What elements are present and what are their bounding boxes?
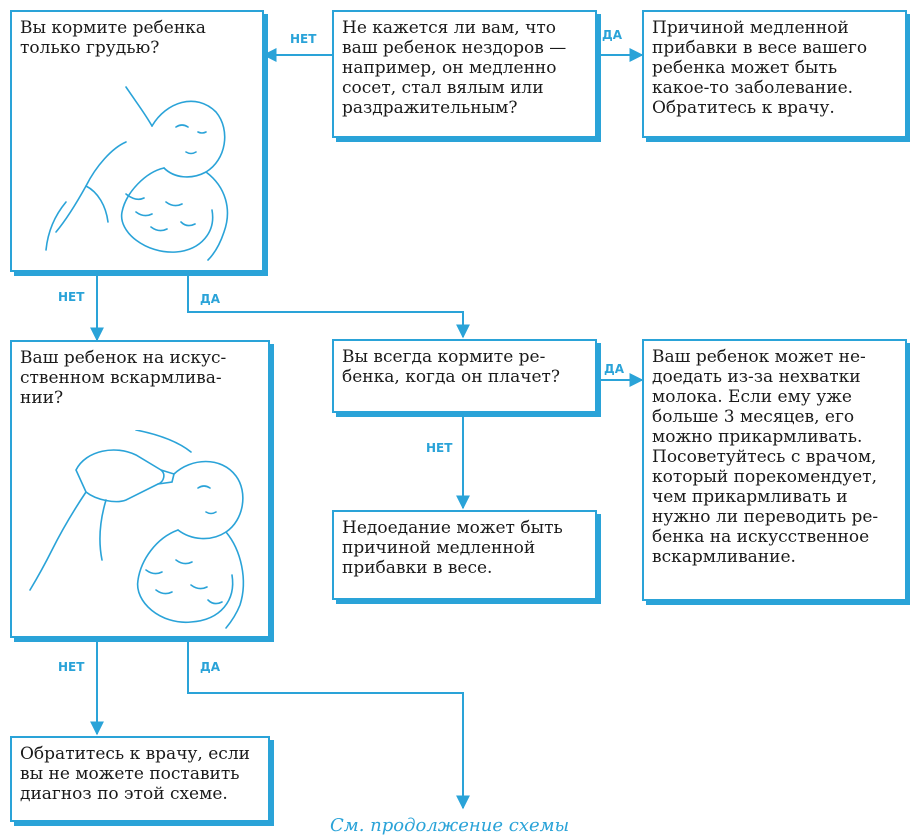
arrow-breastfeed-to-feed-on-cry bbox=[187, 272, 470, 339]
arrow-formula-to-continuation bbox=[187, 638, 470, 810]
bottle-feeding-illustration bbox=[29, 430, 245, 629]
question-feed-on-cry-text: Вы всегда кормите ре- бенка, когда он пл… bbox=[342, 347, 561, 387]
label-no-formula-to-see-doctor: НЕТ bbox=[58, 660, 85, 674]
result-illness-box: Причиной медленной прибавки в весе вашег… bbox=[642, 10, 907, 138]
question-formula-box: Ваш ребенок на искус- ственном вскармлив… bbox=[10, 340, 270, 638]
question-baby-sick-box: Не кажется ли вам, что ваш ребенок нездо… bbox=[332, 10, 597, 138]
question-baby-sick-text: Не кажется ли вам, что ваш ребенок нездо… bbox=[342, 18, 567, 118]
continuation-footer: См. продолжение схемы bbox=[330, 815, 570, 836]
result-underfeeding-box: Недоедание может быть причиной медленной… bbox=[332, 510, 597, 600]
label-no-sick-to-breastfeed: НЕТ bbox=[290, 32, 317, 46]
label-yes-feed-on-cry-to-underfeed: ДА bbox=[604, 362, 624, 376]
result-underfeed-milk-text: Ваш ребенок может не- доедать из-за нехв… bbox=[652, 347, 879, 567]
label-no-feed-on-cry-to-underfeeding: НЕТ bbox=[426, 441, 453, 455]
question-feed-on-cry-box: Вы всегда кормите ре- бенка, когда он пл… bbox=[332, 339, 597, 413]
result-underfeed-milk-box: Ваш ребенок может не- доедать из-за нехв… bbox=[642, 339, 907, 601]
question-breastfeeding-text: Вы кормите ребенка только грудью? bbox=[20, 18, 206, 58]
breastfeeding-illustration bbox=[45, 86, 229, 261]
question-breastfeeding-box: Вы кормите ребенка только грудью? bbox=[10, 10, 264, 272]
result-see-doctor-text: Обратитесь к врачу, если вы не можете по… bbox=[20, 744, 250, 804]
label-yes-sick-to-illness: ДА bbox=[602, 28, 622, 42]
result-illness-text: Причиной медленной прибавки в весе вашег… bbox=[652, 18, 868, 118]
label-yes-formula-to-continuation: ДА bbox=[200, 660, 220, 674]
result-underfeeding-text: Недоедание может быть причиной медленной… bbox=[342, 518, 563, 578]
result-see-doctor-box: Обратитесь к врачу, если вы не можете по… bbox=[10, 736, 270, 822]
question-formula-text: Ваш ребенок на искус- ственном вскармлив… bbox=[20, 348, 227, 408]
label-yes-breastfeed-to-feed-on-cry: ДА bbox=[200, 292, 220, 306]
label-no-breastfeed-to-formula: НЕТ bbox=[58, 290, 85, 304]
